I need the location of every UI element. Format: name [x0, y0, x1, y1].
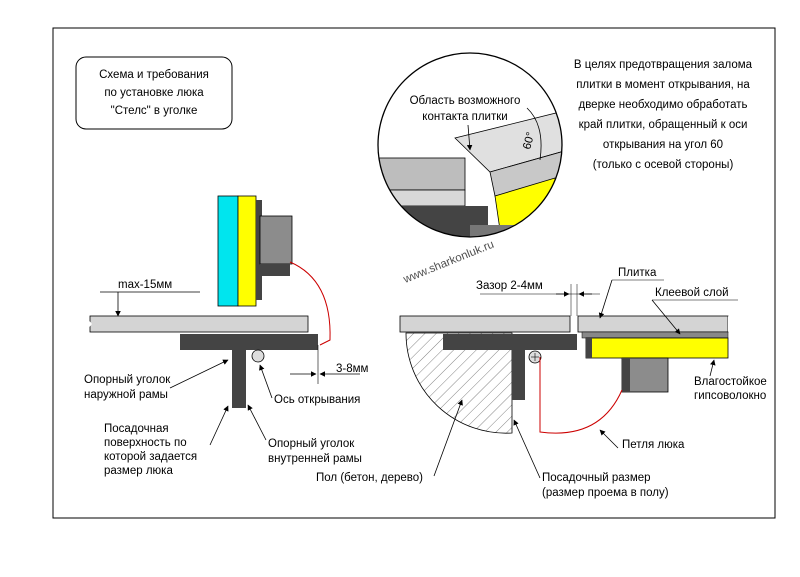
left-yellow-layer — [237, 195, 257, 307]
floor-hatch — [405, 332, 513, 434]
zoom-tile-left — [378, 157, 466, 191]
gap-3-8-label: 3-8мм — [336, 363, 369, 375]
left-hinge-arc — [289, 261, 331, 346]
drywall-line-2: гипсоволокно — [694, 390, 766, 402]
drawing-frame — [52, 27, 776, 519]
outer-angle-line-1: Опорный уголок — [84, 374, 171, 386]
right-frame-horizontal — [443, 334, 577, 350]
note-line-4: край плитки, обращенный к оси — [579, 119, 748, 131]
zoom-slab-left — [378, 189, 466, 207]
drywall-line-1: Влагостойкое — [694, 376, 767, 388]
floor-label: Пол (бетон, дерево) — [316, 472, 423, 484]
zoom-detail: Область возможного контакта плитки 60° — [377, 52, 563, 238]
contact-area-line-1: Область возможного — [410, 95, 521, 107]
note-text: В целях предотвращения залома плитки в м… — [574, 59, 753, 171]
seat-surface-line-1: Посадочная — [104, 423, 169, 435]
title-line-2: по установке люка — [104, 87, 204, 99]
right-drywall — [585, 337, 729, 359]
right-slab-left — [399, 315, 571, 333]
right-hinge-arc — [539, 357, 623, 434]
inner-angle-line-1: Опорный уголок — [268, 438, 355, 450]
contact-area-line-2: контакта плитки — [422, 111, 507, 123]
note-line-2: плитки в момент открывания, на — [576, 79, 750, 91]
left-frame-horizontal — [180, 334, 318, 350]
left-axis-pin — [251, 349, 265, 363]
left-assembly: max-15мм 3-8мм Опорный уголок наружной р… — [84, 195, 369, 477]
right-assembly: Зазор 2-4мм Плитка Клеевой слой Влагосто… — [316, 267, 767, 499]
note-line-6: (только с осевой стороны) — [593, 159, 734, 171]
hinge-label: Петля люка — [622, 439, 685, 451]
outer-angle-line-2: наружной рамы — [84, 389, 168, 401]
left-slab-top — [89, 315, 309, 333]
seat-surface-line-2: поверхность по — [104, 437, 187, 449]
axis-label: Ось открывания — [274, 394, 360, 406]
seat-size-line-2: (размер проема в полу) — [542, 487, 669, 499]
title-box: Схема и требования по установке люка "Ст… — [75, 56, 233, 130]
right-glue — [581, 331, 729, 339]
note-line-1: В целях предотвращения залома — [574, 59, 753, 71]
note-line-3: дверке необходимо обработать — [578, 99, 747, 111]
title-line-1: Схема и требования — [99, 69, 209, 81]
left-frame-vertical — [232, 350, 246, 408]
left-cyan-layer — [217, 195, 239, 307]
tile-label: Плитка — [618, 267, 657, 279]
seat-surface-line-4: размер люка — [104, 465, 173, 477]
title-line-3: "Стелс" в уголке — [111, 105, 198, 117]
glue-label: Клеевой слой — [655, 287, 729, 299]
gap-2-4-label: Зазор 2-4мм — [476, 280, 543, 292]
inner-angle-line-2: внутренней рамы — [268, 453, 362, 465]
note-line-5: открывания на угол 60 — [603, 139, 723, 151]
right-tile — [577, 315, 729, 333]
max-thickness-label: max-15мм — [118, 279, 172, 291]
right-frame-vertical — [512, 350, 525, 400]
zoom-tile-door — [454, 111, 562, 173]
angle-label: 60° — [521, 131, 537, 151]
seat-size-line-1: Посадочный размер — [542, 472, 651, 484]
seat-surface-line-3: которой задается — [104, 451, 197, 463]
